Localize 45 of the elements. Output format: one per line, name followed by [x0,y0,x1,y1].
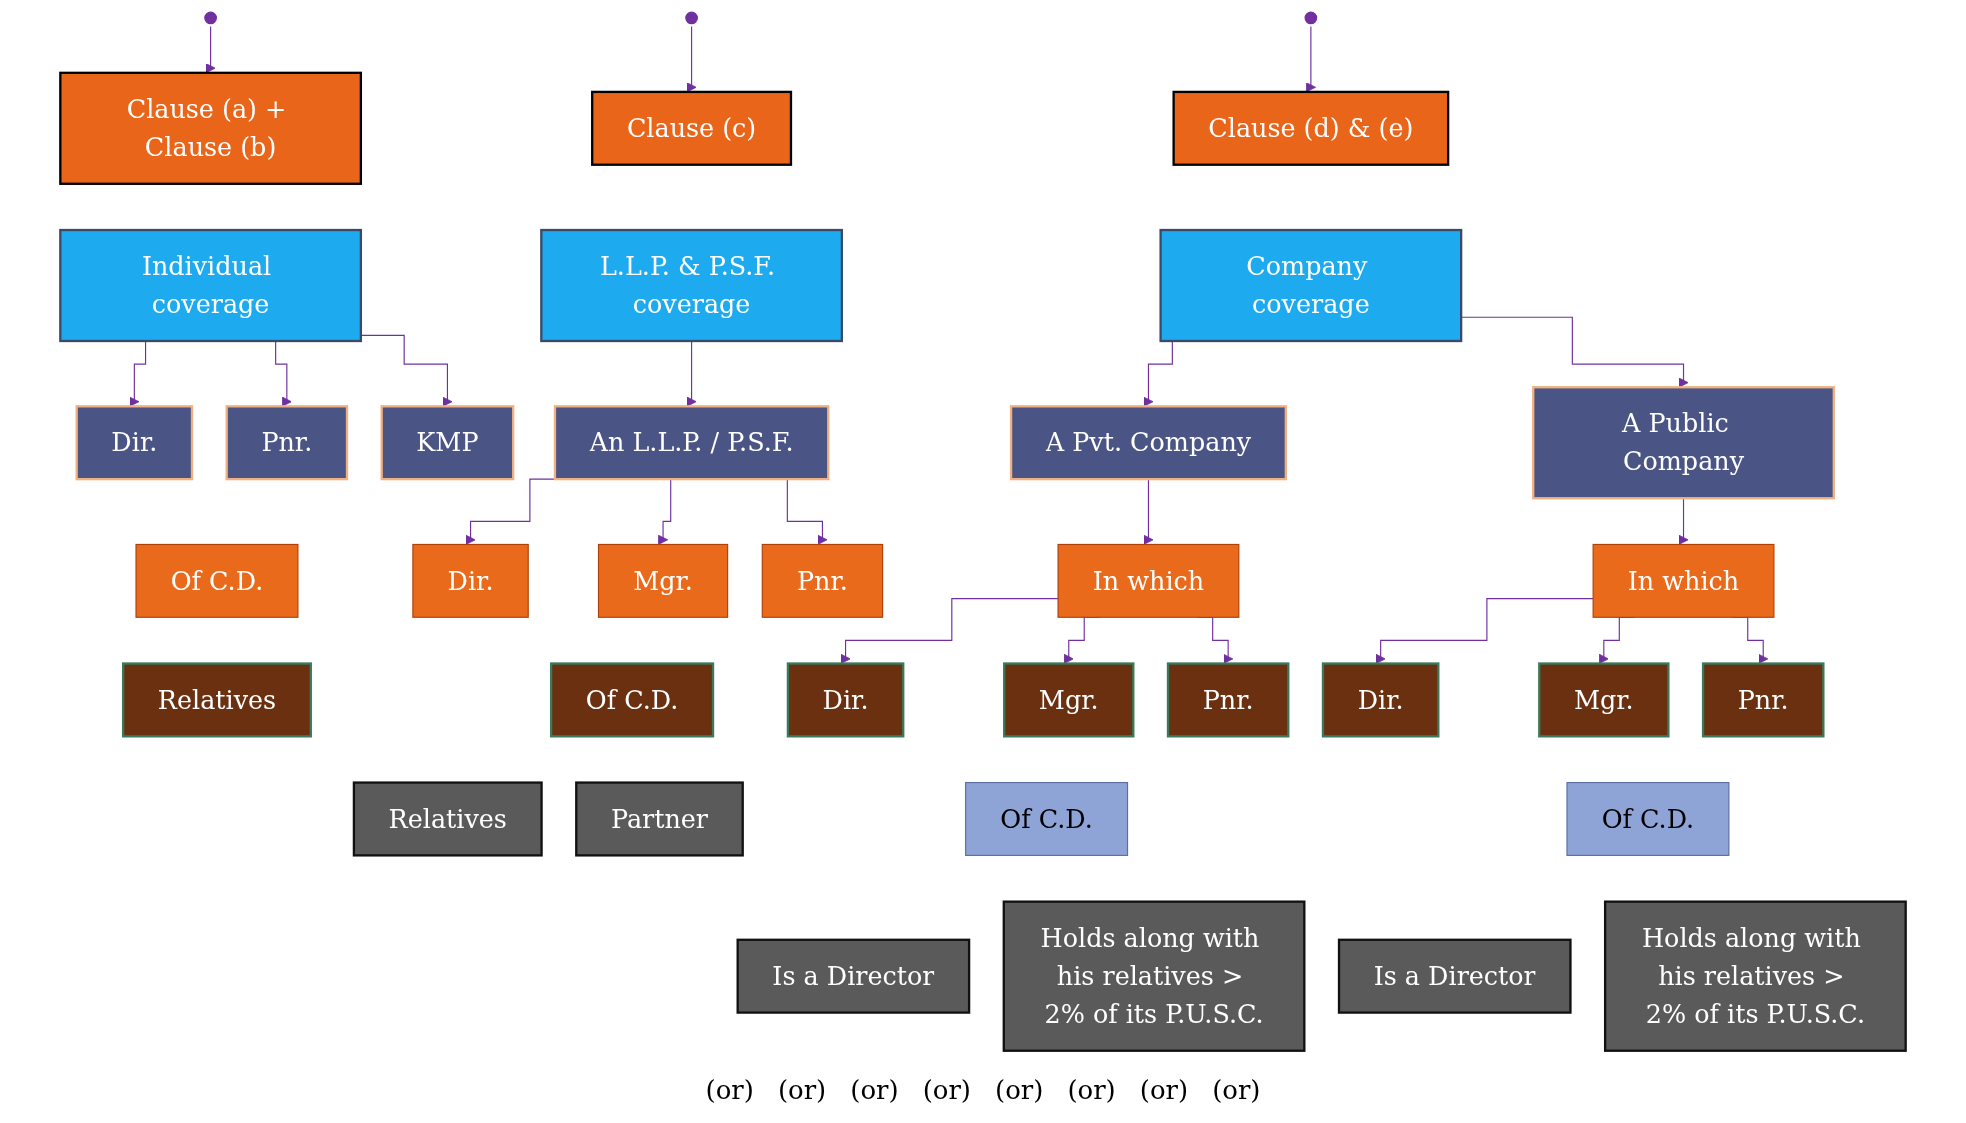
or-note: (or) [777,1075,827,1105]
or-note: (or) [1067,1075,1116,1105]
node-box: Partner [575,781,744,857]
or-note: (or) [850,1075,899,1105]
node-box: Pnr. [1701,662,1825,738]
node-box: Individual coverage [59,228,363,343]
node-box: Relatives [352,781,543,857]
node-box: Pnr. [225,405,349,481]
node-box: A Pvt. Company [1009,405,1287,481]
node-box: Clause (a) + Clause (b) [59,71,363,185]
node-box: In which [1592,543,1775,618]
node-box: Dir. [75,405,194,481]
node-box: An L.L.P. / P.S.F. [553,405,830,481]
or-note: (or) [995,1075,1044,1105]
node-box: Of C.D. [965,782,1129,856]
node-box: Dir. [412,543,529,618]
node-box: A Public Company [1532,386,1835,500]
node-box: Dir. [1321,662,1440,738]
node-box: KMP [380,405,515,481]
or-note: (or) [705,1075,754,1105]
node-box: L.L.P. & P.S.F. coverage [540,228,843,343]
node-box: Of C.D. [135,543,299,618]
node-box: Pnr. [761,543,884,618]
node-box: Is a Director [1337,938,1572,1014]
node-box: Dir. [786,662,905,738]
node-box: Of C.D. [549,662,715,738]
arrow [840,598,1059,664]
node-box: Clause (d) & (e) [1172,90,1450,166]
arrow [360,334,453,407]
or-note: (or) [1212,1075,1261,1105]
node-box: Of C.D. [1566,782,1730,856]
node-box: Mgr. [1003,662,1135,738]
node-box: Is a Director [736,938,971,1014]
node-box: In which [1057,543,1240,618]
arrow [1375,598,1594,664]
node-box: Mgr. [597,543,729,618]
node-box: Company coverage [1159,228,1463,343]
node-box: Relatives [121,662,312,738]
or-note: (or) [1139,1075,1189,1105]
or-note: (or) [922,1075,971,1105]
node-box: Holds along with his relatives > 2% of its P.U.S.C. [1002,900,1306,1052]
node-box: Clause (c) [591,90,793,166]
node-box: Mgr. [1538,662,1670,738]
node-box: Pnr. [1166,662,1290,738]
node-box: Holds along with his relatives > 2% of its P.U.S.C. [1603,900,1907,1052]
